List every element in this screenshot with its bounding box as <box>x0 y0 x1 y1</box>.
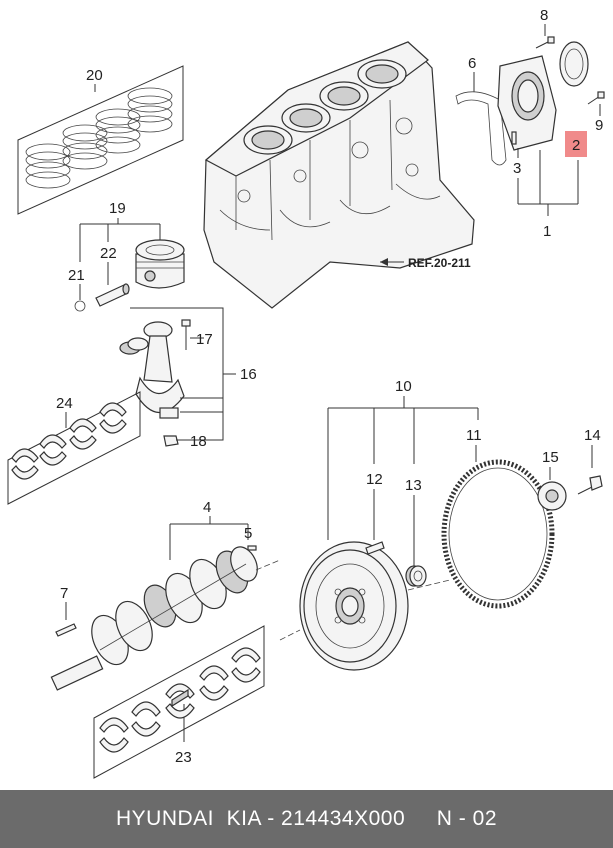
callout-11: 11 <box>466 427 482 444</box>
callout-12: 12 <box>366 471 383 488</box>
callout-16: 16 <box>240 366 257 383</box>
piston-pin <box>95 283 130 307</box>
connecting-rod-nut <box>163 435 179 447</box>
callout-2-highlight <box>565 131 587 157</box>
pilot-bearing <box>405 565 427 587</box>
callout-20: 20 <box>86 67 103 84</box>
flywheel-dowel-pin <box>365 541 385 555</box>
main-bearing-shells <box>99 647 261 753</box>
connecting-rod-group: 16 17 18 <box>119 307 257 450</box>
flywheel-group: 10 11 12 13 <box>279 378 603 671</box>
ring-gear <box>441 459 555 609</box>
callout-13: 13 <box>405 477 422 494</box>
part-number-caption: HYUNDAI KIA - 214434X000 N - 02 <box>115 807 497 830</box>
callout-15: 15 <box>542 449 559 466</box>
callout-2: 2 <box>572 137 580 154</box>
piston-rings-group: 20 <box>17 65 184 215</box>
conrod-bearing-shells <box>11 402 127 480</box>
callout-6: 6 <box>468 55 476 72</box>
callout-8: 8 <box>540 7 548 24</box>
crankshaft-group: 4 5 7 <box>50 499 281 691</box>
callout-23: 23 <box>175 749 192 766</box>
callout-9: 9 <box>595 117 603 134</box>
piston <box>135 239 185 289</box>
main-bearings-group: 23 <box>93 625 265 779</box>
callout-1: 1 <box>543 223 551 240</box>
piston-ring-set <box>25 87 173 189</box>
connecting-rod <box>119 321 185 419</box>
piston-group: 19 22 21 <box>68 200 185 312</box>
crankshaft-pin <box>55 623 77 637</box>
callout-17: 17 <box>196 331 213 348</box>
callout-7: 7 <box>60 585 68 602</box>
callout-24: 24 <box>56 395 73 412</box>
dowel-pin <box>511 131 517 145</box>
seal-case-bolt <box>535 36 555 49</box>
callout-3: 3 <box>513 160 521 177</box>
crankshaft <box>50 546 258 691</box>
crankshaft-key <box>247 545 257 551</box>
conrod-bearings-group: 24 <box>7 391 141 505</box>
reference-label: REF.20-211 <box>408 256 471 270</box>
oil-seal-case <box>497 55 557 151</box>
gasket <box>455 91 507 166</box>
callout-14: 14 <box>584 427 601 444</box>
parts-diagram: 20 19 22 21 16 <box>7 7 605 779</box>
rear-oil-seal-group: 6 8 9 3 <box>455 7 605 240</box>
seal-case-bolt-lower <box>587 91 605 105</box>
cylinder-block <box>203 41 475 309</box>
flywheel <box>299 541 409 671</box>
callout-22: 22 <box>100 245 117 262</box>
connecting-rod-bolt <box>181 319 191 350</box>
callout-21: 21 <box>68 267 85 284</box>
callout-5: 5 <box>244 525 252 542</box>
reference-tag: REF.20-211 <box>380 256 471 270</box>
rear-oil-seal <box>559 41 589 87</box>
callout-18: 18 <box>190 433 207 450</box>
callout-10: 10 <box>395 378 412 395</box>
snap-ring <box>74 300 86 312</box>
callout-4: 4 <box>203 499 211 516</box>
flywheel-bolt <box>577 475 603 495</box>
callout-19: 19 <box>109 200 126 217</box>
adapter-plate <box>537 481 567 511</box>
footer-bar: HYUNDAI KIA - 214434X000 N - 02 <box>0 790 613 848</box>
